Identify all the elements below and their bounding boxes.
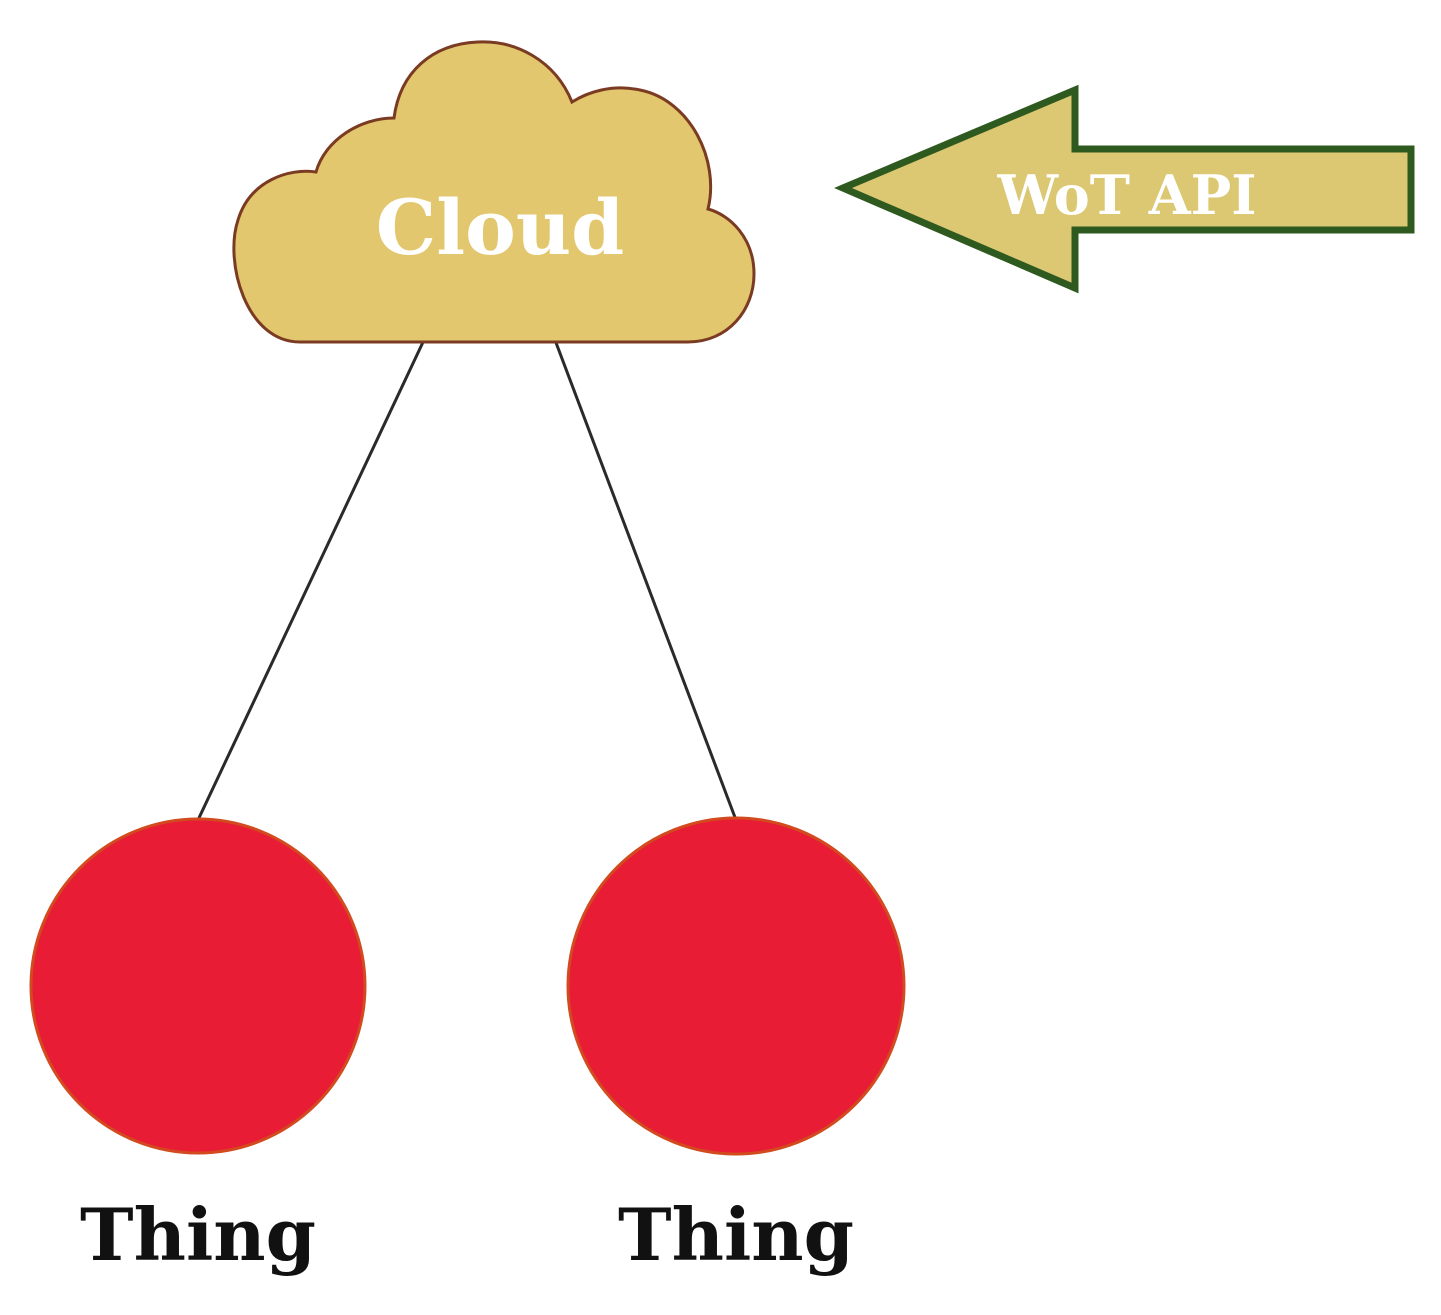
thing-label-1: Thing [80,1192,316,1277]
thing-label-2: Thing [618,1192,854,1277]
thing-node-2: Thing [566,816,906,1277]
left-arrow-icon [834,84,1415,294]
thing-node-1: Thing [29,817,367,1277]
cloud-node: Cloud [232,40,756,344]
connector-line-cloud-to-thing-1 [196,339,426,821]
thing-circle-2 [566,816,906,1156]
thing-circle-1 [29,817,367,1155]
api-arrow-label: WoT API [996,163,1256,227]
cloud-label: Cloud [376,183,624,272]
cloud-icon [232,40,756,344]
connector-line-cloud-to-thing-2 [553,339,738,821]
api-arrow: WoT API [834,84,1415,294]
